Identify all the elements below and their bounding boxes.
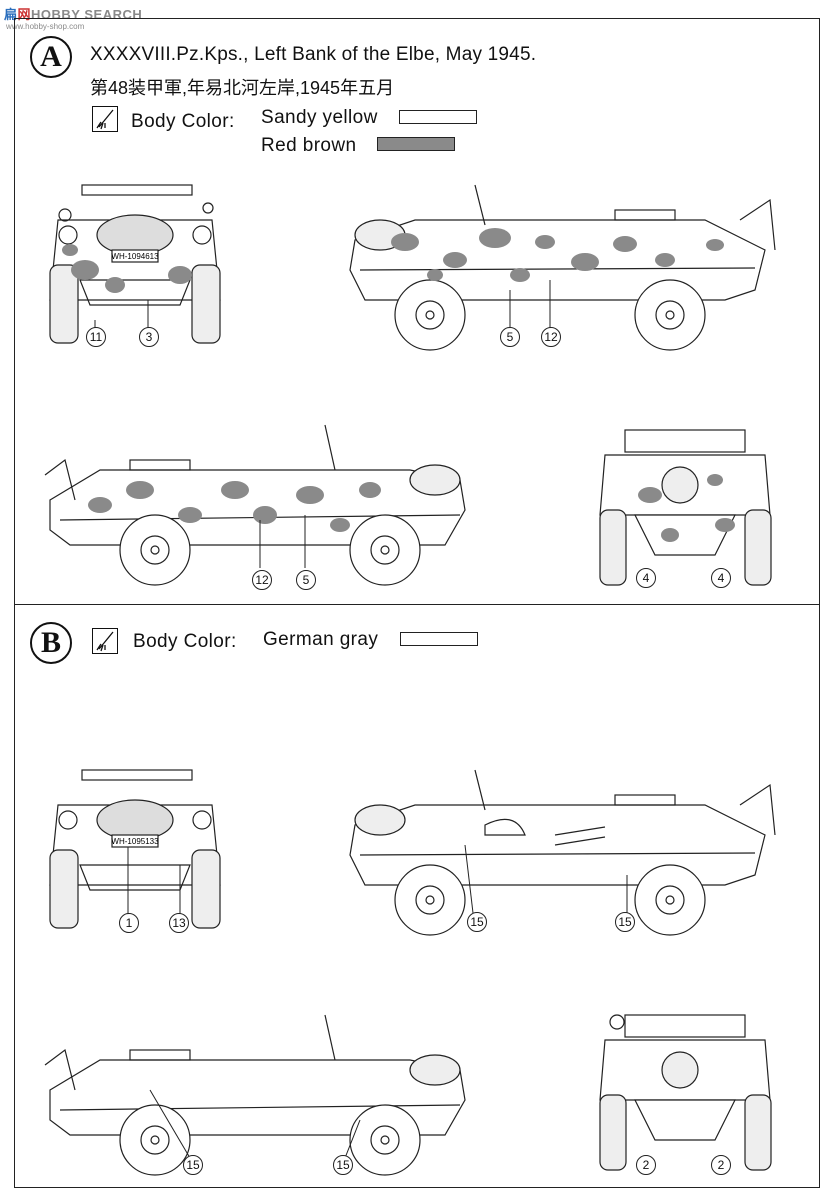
vehicle-rear-view bbox=[599, 1014, 772, 1171]
section-b-body-color-label: Body Color: bbox=[133, 631, 237, 652]
callout-number: 1 bbox=[119, 913, 139, 933]
callout-number: 13 bbox=[169, 913, 189, 933]
callout-number: 15 bbox=[467, 912, 487, 932]
color-swatch bbox=[399, 110, 477, 124]
callout-number: 11 bbox=[86, 327, 106, 347]
paintbrush-icon bbox=[92, 628, 118, 654]
vehicle-front-view: WH-1095133 bbox=[49, 769, 221, 929]
color-swatch bbox=[400, 632, 478, 646]
callout-number: 12 bbox=[541, 327, 561, 347]
section-a-body-color-label: Body Color: bbox=[131, 111, 235, 132]
color-name: Red brown bbox=[261, 135, 357, 156]
vehicle-side-view-right bbox=[349, 769, 776, 936]
callout-number: 2 bbox=[711, 1155, 731, 1175]
color-swatch bbox=[377, 137, 455, 151]
callout-number: 4 bbox=[711, 568, 731, 588]
vehicle-side-view-left bbox=[44, 424, 466, 586]
section-a-title-cn: 第48装甲軍,年易北河左岸,1945年五月 bbox=[90, 78, 395, 98]
section-divider bbox=[14, 604, 820, 605]
callout-number: 2 bbox=[636, 1155, 656, 1175]
callout-number: 12 bbox=[252, 570, 272, 590]
color-name: German gray bbox=[263, 629, 379, 650]
section-a-title-en: XXXXVIII.Pz.Kps., Left Bank of the Elbe,… bbox=[90, 44, 537, 65]
license-plate: WH-1095133 bbox=[111, 837, 159, 846]
license-plate: WH-1094613 bbox=[111, 252, 159, 261]
paintbrush-icon bbox=[92, 106, 118, 132]
callout-number: 15 bbox=[615, 912, 635, 932]
vehicle-rear-view bbox=[599, 429, 772, 586]
callout-number: 15 bbox=[183, 1155, 203, 1175]
color-name: Sandy yellow bbox=[261, 107, 378, 128]
watermark-sub: www.hobby-shop.com bbox=[6, 22, 85, 31]
page-frame bbox=[14, 18, 820, 1188]
callout-number: 5 bbox=[296, 570, 316, 590]
vehicle-side-view-left bbox=[44, 1014, 466, 1176]
section-b-badge: B bbox=[30, 622, 72, 664]
section-a-badge: A bbox=[30, 36, 72, 78]
callout-number: 3 bbox=[139, 327, 159, 347]
vehicle-side-view-right bbox=[349, 184, 776, 351]
callout-number: 4 bbox=[636, 568, 656, 588]
callout-number: 15 bbox=[333, 1155, 353, 1175]
vehicle-front-view: WH-1094613 bbox=[49, 184, 221, 344]
callout-number: 5 bbox=[500, 327, 520, 347]
